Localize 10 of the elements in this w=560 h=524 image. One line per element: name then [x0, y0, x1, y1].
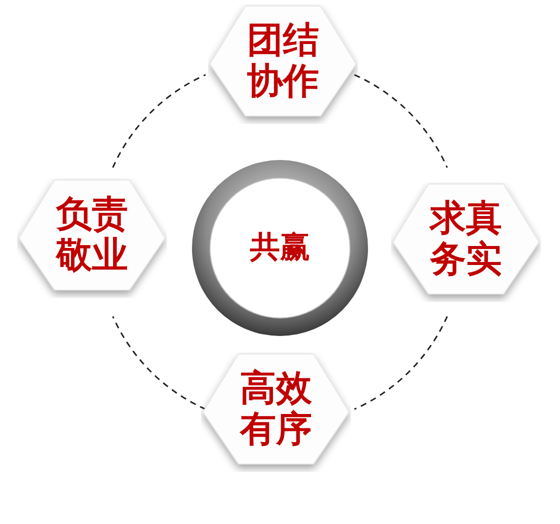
node-label: 高效有序	[238, 368, 313, 450]
node-label: 团结协作	[246, 20, 320, 102]
node-label: 共赢	[250, 230, 310, 266]
dashed-connector	[112, 316, 206, 410]
dashed-connector	[112, 74, 206, 168]
ring-circle	[190, 158, 370, 338]
node-label: 负责敬业	[54, 194, 129, 276]
dashed-connector	[354, 316, 448, 410]
node-label: 求真务实	[428, 198, 503, 280]
dashed-connector	[354, 74, 448, 168]
